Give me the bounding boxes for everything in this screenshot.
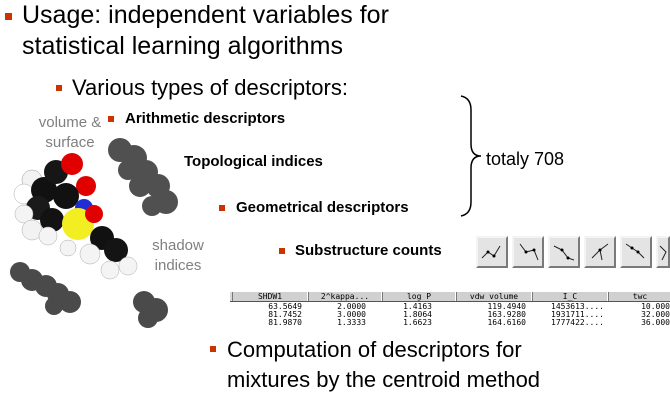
fragment-icon — [659, 245, 667, 261]
arithmetic-descriptors: Arithmetic descriptors — [125, 110, 286, 127]
geometrical-marker — [219, 205, 225, 211]
fragment-icon — [625, 243, 645, 259]
types-heading: Various types of descriptors: — [72, 75, 348, 100]
table-header-cell[interactable]: I_C — [532, 292, 608, 301]
table-cell: 10.000 — [641, 302, 670, 311]
substructure-counts: Substructure counts — [295, 242, 442, 259]
fragment-icon — [519, 243, 539, 261]
table-cell: 63.5649 — [268, 302, 302, 311]
substructure-thumb-4[interactable] — [584, 236, 616, 268]
fragment-icon — [481, 245, 501, 259]
table-cell: 164.6160 — [487, 318, 526, 327]
substructure-thumb-5[interactable] — [620, 236, 652, 268]
computation-line-2: mixtures by the centroid method — [227, 367, 541, 392]
bullet-marker — [5, 13, 12, 20]
table-cell: 81.9870 — [268, 318, 302, 327]
table-cell: 1.6623 — [403, 318, 432, 327]
shadow-blob-top — [108, 138, 178, 216]
computation-line-1: Computation of descriptors for — [227, 337, 522, 362]
table-cell: 163.9280 — [487, 310, 526, 319]
usage-line-1: Usage: independent variables for — [22, 1, 389, 29]
table-cell: 1453613.... — [551, 302, 604, 311]
shadow-indices-label: shadow indices — [136, 236, 220, 276]
shadow-label-line-1: shadow — [152, 237, 204, 254]
table-cell: 3.0000 — [337, 310, 366, 319]
usage-line-2: statistical learning algorithms — [22, 32, 343, 60]
molecule-model — [13, 153, 138, 280]
table-cell: 1.3333 — [337, 318, 366, 327]
descriptor-table: SHDW1 2^kappa... log P vdw volume I_C tw… — [230, 292, 670, 328]
curly-brace — [460, 95, 482, 217]
geometrical-descriptors: Geometrical descriptors — [236, 199, 409, 216]
arithmetic-marker — [108, 116, 114, 122]
fragment-icon — [591, 243, 609, 261]
volume-label-line-1: volume & — [38, 114, 102, 131]
table-header-row: SHDW1 2^kappa... log P vdw volume I_C tw… — [230, 292, 670, 302]
shadow-blob-bottom — [133, 291, 168, 328]
volume-surface-label: volume & surface — [22, 113, 118, 153]
shadow-blob-left — [10, 262, 81, 315]
topological-indices: Topological indices — [184, 153, 323, 170]
fragment-icon — [553, 245, 575, 261]
substructure-marker — [279, 248, 285, 254]
table-cell: 119.4940 — [487, 302, 526, 311]
computation-marker — [210, 346, 216, 352]
volume-label-line-2: surface — [45, 134, 95, 151]
table-header-cell[interactable]: vdw volume — [456, 292, 532, 301]
table-header-cell[interactable]: 2^kappa... — [308, 292, 382, 301]
sub-bullet-marker — [56, 85, 62, 91]
shadow-label-line-2: indices — [154, 257, 202, 274]
substructure-thumb-3[interactable] — [548, 236, 580, 268]
table-cell: 1777422.... — [551, 318, 604, 327]
table-header-cell[interactable]: twc — [608, 292, 670, 301]
substructure-thumb-2[interactable] — [512, 236, 544, 268]
table-header-cell[interactable]: log P — [382, 292, 456, 301]
table-cell: 32.000 — [641, 310, 670, 319]
table-cell: 1.8064 — [403, 310, 432, 319]
table-cell: 36.000 — [641, 318, 670, 327]
table-cell: 1931711.... — [551, 310, 604, 319]
table-cell: 2.0000 — [337, 302, 366, 311]
total-count: totaly 708 — [486, 149, 565, 169]
substructure-thumb-1[interactable] — [476, 236, 508, 268]
table-cell: 1.4163 — [403, 302, 432, 311]
table-header-cell[interactable]: SHDW1 — [232, 292, 308, 301]
substructure-thumb-6[interactable] — [656, 236, 670, 268]
table-cell: 81.7452 — [268, 310, 302, 319]
